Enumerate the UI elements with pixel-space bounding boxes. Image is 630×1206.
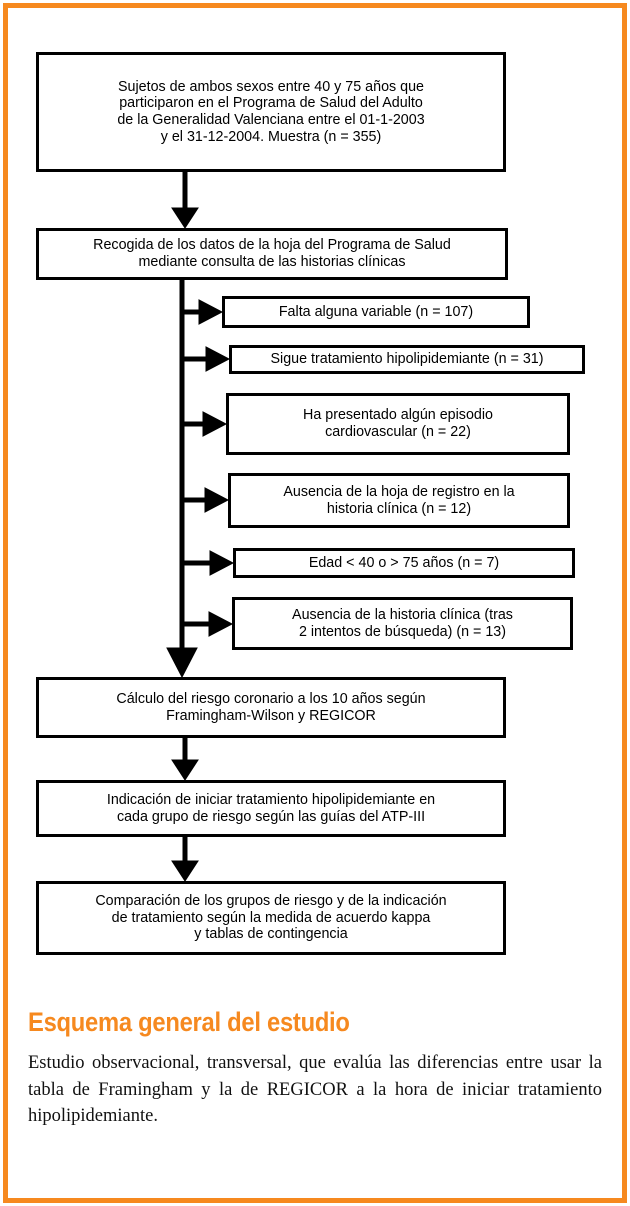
flow-node-comparison-text: Comparación de los grupos de riesgo y de… [95,893,447,943]
exclusion-node-missing-variable-text: Falta alguna variable (n = 107) [278,303,474,320]
flowchart: Sujetos de ambos sexos entre 40 y 75 año… [36,52,585,955]
exclusion-node-cardiovascular-event-text: Ha presentado algún episodio cardiovascu… [303,407,493,440]
flow-node-risk-calculation[interactable]: Cálculo del riesgo coronario a los 10 añ… [36,677,506,738]
exclusion-node-age-out-of-range-text: Edad < 40 o > 75 años (n = 7) [308,554,500,571]
flow-node-treatment-indication[interactable]: Indicación de iniciar tratamiento hipoli… [36,780,506,837]
exclusion-node-on-lipid-treatment-text: Sigue tratamiento hipolipidemiante (n = … [270,351,544,368]
exclusion-node-no-registry-sheet[interactable]: Ausencia de la hoja de registro en la hi… [228,473,570,528]
caption-body: Estudio observacional, transversal, que … [28,1053,602,1126]
flow-node-risk-calculation-text: Cálculo del riesgo coronario a los 10 añ… [116,690,426,724]
exclusion-node-no-clinical-history[interactable]: Ausencia de la historia clínica (tras 2 … [232,597,573,650]
exclusion-node-age-out-of-range[interactable]: Edad < 40 o > 75 años (n = 7) [233,548,575,578]
exclusion-node-missing-variable[interactable]: Falta alguna variable (n = 107) [222,296,530,328]
flow-node-sample-text: Sujetos de ambos sexos entre 40 y 75 año… [117,78,425,145]
flow-node-treatment-indication-text: Indicación de iniciar tratamiento hipoli… [106,791,436,825]
exclusion-node-no-clinical-history-text: Ausencia de la historia clínica (tras 2 … [292,606,513,640]
flow-node-data-collection-text: Recogida de los datos de la hoja del Pro… [93,237,451,270]
exclusion-node-no-registry-sheet-text: Ausencia de la hoja de registro en la hi… [283,483,515,517]
flow-node-sample[interactable]: Sujetos de ambos sexos entre 40 y 75 año… [36,52,506,172]
exclusion-node-on-lipid-treatment[interactable]: Sigue tratamiento hipolipidemiante (n = … [229,345,585,374]
exclusion-node-cardiovascular-event[interactable]: Ha presentado algún episodio cardiovascu… [226,393,570,455]
flow-node-comparison[interactable]: Comparación de los grupos de riesgo y de… [36,881,506,955]
caption-block: Esquema general del estudio Estudio obse… [28,1008,602,1129]
flow-node-data-collection[interactable]: Recogida de los datos de la hoja del Pro… [36,228,508,280]
caption-title: Esquema general del estudio [28,1007,350,1037]
